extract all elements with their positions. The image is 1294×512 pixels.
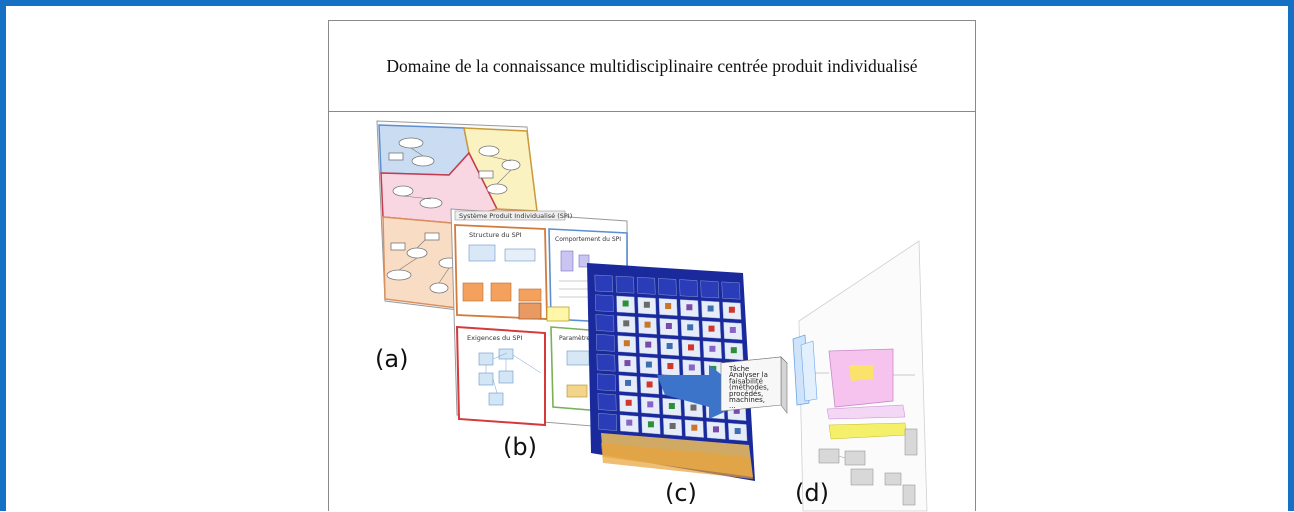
matrix-cell — [597, 393, 617, 412]
matrix-cell-icon — [728, 306, 735, 313]
matrix-cell-icon — [730, 347, 737, 354]
matrix-cell — [594, 274, 614, 293]
matrix-cell-icon — [623, 340, 630, 347]
task-box-line: faisabilité — [729, 377, 763, 385]
task-box-line: Tâche — [728, 365, 749, 373]
label-c: (c) — [665, 479, 697, 507]
matrix-cell-icon — [668, 403, 675, 409]
task-box-line: ... — [729, 402, 736, 410]
matrix-cell-icon — [645, 341, 652, 348]
matrix-cell-icon — [666, 343, 673, 349]
matrix-cell — [721, 281, 741, 300]
matrix-cell-icon — [688, 364, 695, 371]
matrix-cell-icon — [643, 301, 650, 308]
matrix-cell-icon — [623, 320, 630, 327]
matrix-cell-icon — [734, 428, 741, 435]
matrix-cell-icon — [647, 401, 654, 408]
matrix-cell-icon — [669, 423, 676, 429]
matrix-cell-icon — [733, 407, 740, 414]
matrix-cell-icon — [665, 303, 672, 309]
label-a: (a) — [375, 345, 409, 373]
matrix-cell-icon — [712, 426, 719, 433]
matrix-cell-icon — [625, 399, 632, 406]
matrix-cell-icon — [626, 419, 633, 426]
matrix-cell — [596, 353, 616, 372]
matrix-cell-icon — [644, 321, 651, 328]
panel-b-header: Système Produit Individualisé (SPI) — [459, 212, 572, 220]
matrix-cell-icon — [687, 324, 694, 331]
matrix-cell — [595, 314, 615, 332]
parametres-title: Paramètres du SP — [559, 335, 612, 342]
matrix-cell — [595, 294, 614, 312]
matrix-cell-icon — [729, 326, 736, 333]
diagram-canvas: Système Produit Individualisé (SPI) Stru… — [376, 120, 928, 512]
matrix-cell-icon — [625, 379, 632, 386]
label-b: (b) — [503, 433, 537, 461]
figure-illustration: Système Produit Individualisé (SPI) Stru… — [329, 113, 975, 512]
figure-panel: Domaine de la connaissance multidiscipli… — [328, 20, 976, 512]
comportement-title: Comportement du SPI — [555, 236, 621, 243]
panel-c-method-matrix — [587, 263, 755, 481]
exigences-title: Exigences du SPI — [467, 334, 522, 342]
task-box-line: Analyser la — [729, 371, 768, 379]
matrix-cell-icon — [686, 304, 693, 311]
matrix-cell-icon — [646, 381, 653, 388]
structure-title: Structure du SPI — [469, 231, 522, 239]
matrix-cell-icon — [667, 363, 674, 369]
panel-d-process-scheme — [792, 240, 928, 512]
label-d: (d) — [795, 479, 829, 507]
matrix-cell — [636, 277, 656, 295]
matrix-cell-icon — [707, 305, 714, 312]
matrix-cell — [615, 275, 635, 294]
matrix-cell-icon — [645, 361, 652, 368]
matrix-cell-icon — [665, 323, 672, 329]
matrix-cell-icon — [647, 421, 654, 428]
figure-title: Domaine de la connaissance multidiscipli… — [329, 21, 975, 112]
matrix-cell-icon — [624, 360, 631, 367]
matrix-cell — [679, 279, 698, 298]
matrix-cell — [598, 413, 618, 431]
matrix-cell — [658, 278, 677, 296]
task-box-line: machines, — [729, 396, 765, 404]
matrix-cell-icon — [691, 424, 698, 431]
matrix-cell — [597, 373, 616, 392]
matrix-cell-icon — [690, 404, 697, 411]
matrix-cell — [596, 334, 615, 352]
task-box-line: (méthodes, — [729, 384, 769, 392]
matrix-cell-icon — [709, 345, 716, 352]
matrix-cell-icon — [708, 325, 715, 332]
matrix-cell — [700, 280, 720, 299]
matrix-cell-icon — [622, 300, 629, 307]
matrix-cell-icon — [688, 344, 695, 351]
task-box-line: procédés, — [729, 390, 763, 398]
